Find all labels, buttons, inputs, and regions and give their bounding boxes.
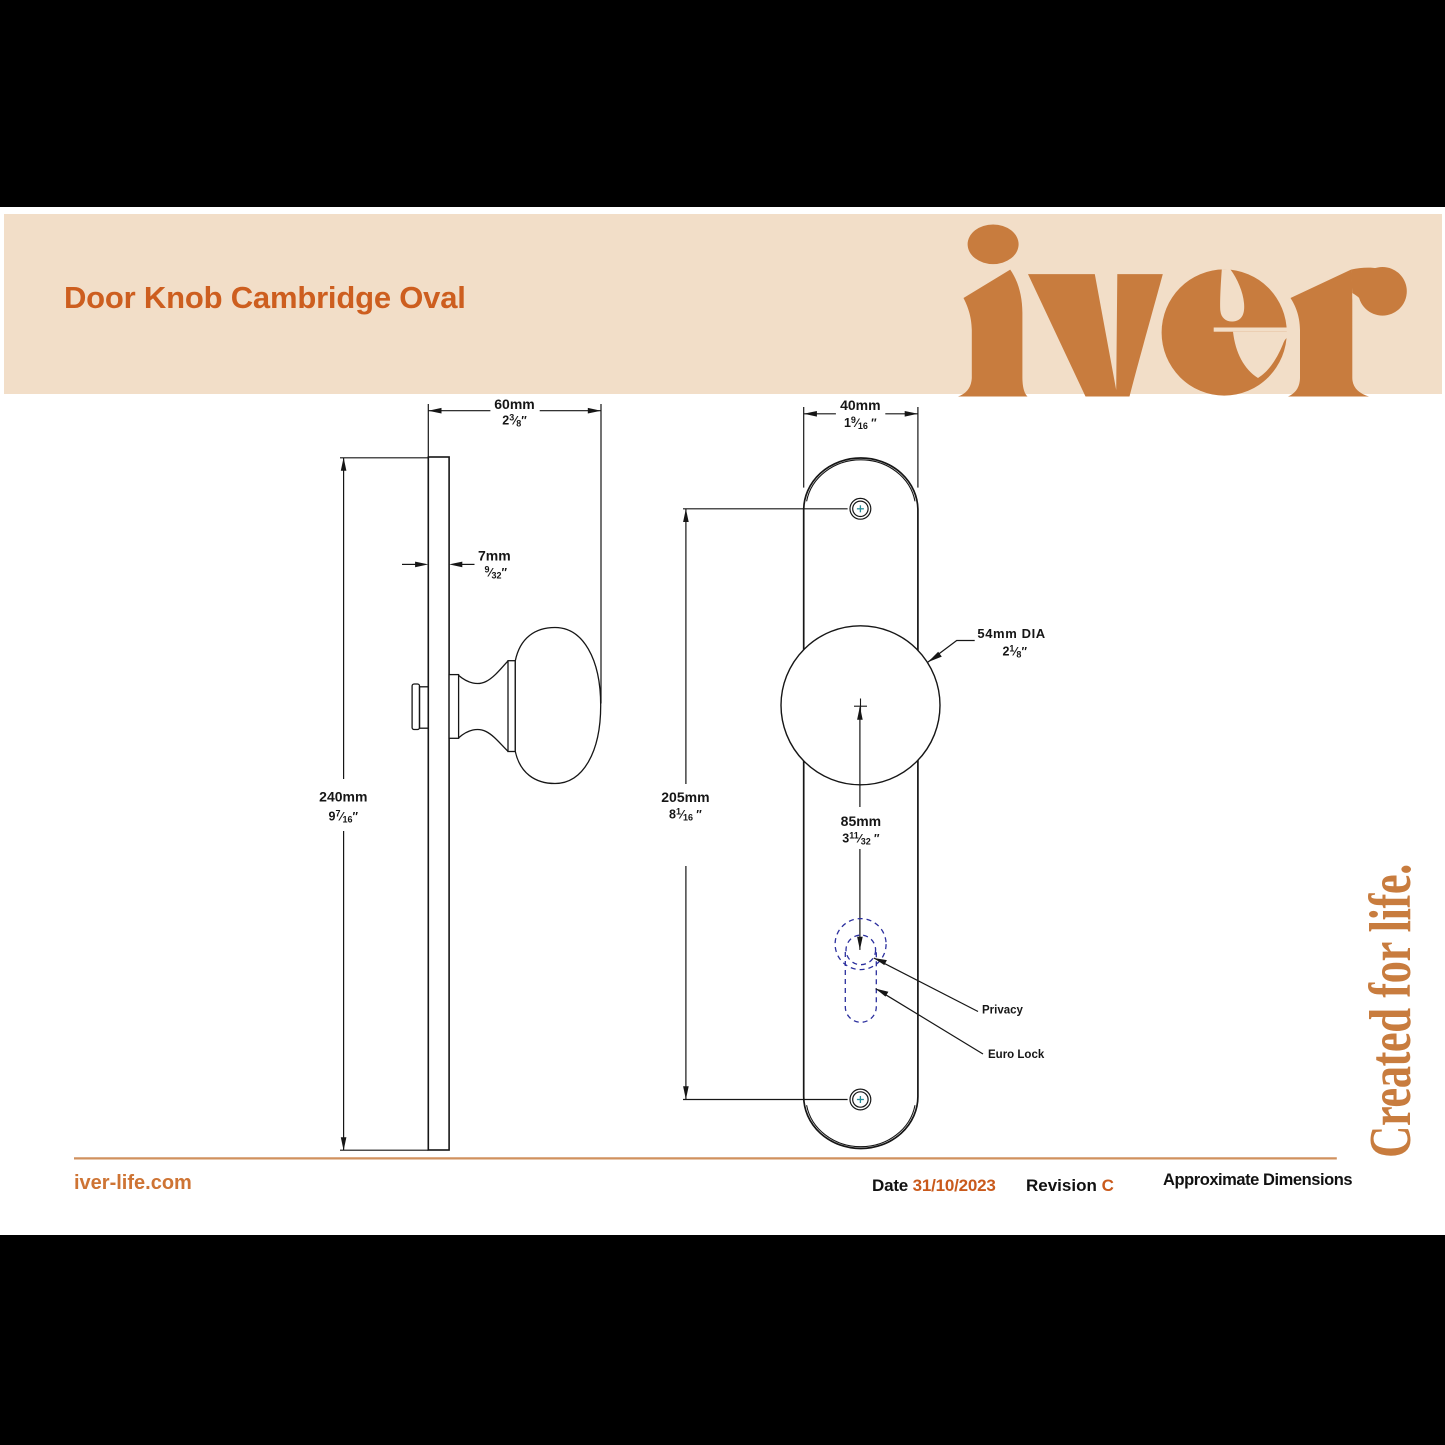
svg-text:240mm: 240mm [319,789,367,805]
svg-text:85mm: 85mm [841,813,881,829]
svg-text:205mm: 205mm [661,789,709,805]
svg-text:9⁄32″: 9⁄32″ [485,565,508,581]
svg-text:19⁄16 ″: 19⁄16 ″ [844,415,877,431]
svg-text:81⁄16 ″: 81⁄16 ″ [669,807,702,823]
svg-text:7mm: 7mm [478,548,511,564]
svg-text:40mm: 40mm [840,397,880,413]
svg-text:Euro Lock: Euro Lock [988,1049,1045,1061]
svg-text:23⁄8″: 23⁄8″ [502,413,527,429]
svg-text:Privacy: Privacy [982,1005,1024,1017]
svg-text:60mm: 60mm [494,396,534,412]
svg-text:97⁄16″: 97⁄16″ [329,809,359,825]
svg-text:21⁄8″: 21⁄8″ [1002,644,1027,660]
svg-text:54mm DIA: 54mm DIA [977,626,1045,641]
